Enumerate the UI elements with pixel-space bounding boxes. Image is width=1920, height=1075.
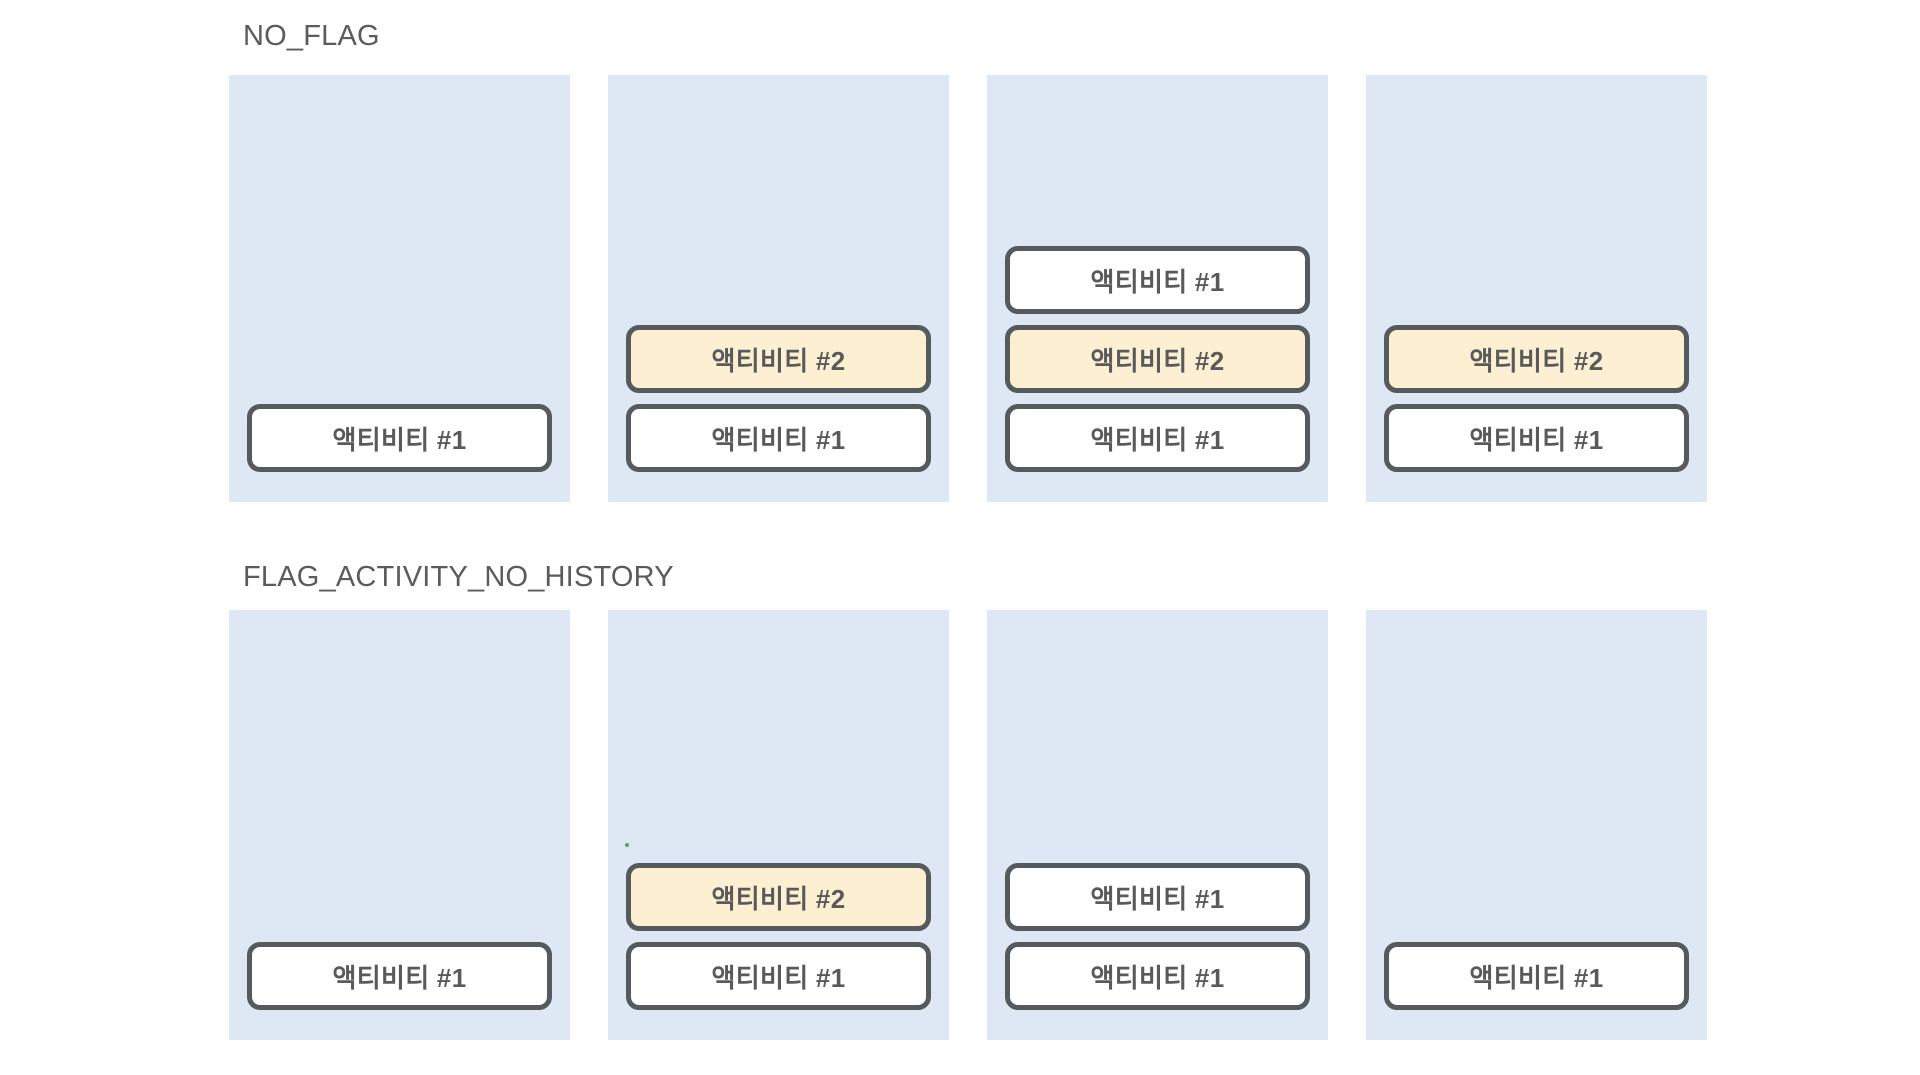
activity-box[interactable]: 액티비티 #2 bbox=[1005, 325, 1310, 393]
stack-panel: 액티비티 #2 액티비티 #1 bbox=[608, 75, 949, 502]
activity-box[interactable]: 액티비티 #1 bbox=[626, 942, 931, 1010]
stack-panel: 액티비티 #1 bbox=[229, 610, 570, 1040]
activity-box[interactable]: 액티비티 #1 bbox=[1005, 246, 1310, 314]
activity-box[interactable]: 액티비티 #2 bbox=[1384, 325, 1689, 393]
marker-dot bbox=[625, 843, 629, 847]
stack-panel: 액티비티 #1 bbox=[229, 75, 570, 502]
activity-box[interactable]: 액티비티 #1 bbox=[626, 404, 931, 472]
activity-box[interactable]: 액티비티 #1 bbox=[1384, 942, 1689, 1010]
activity-box[interactable]: 액티비티 #2 bbox=[626, 325, 931, 393]
activity-box[interactable]: 액티비티 #1 bbox=[1384, 404, 1689, 472]
activity-box[interactable]: 액티비티 #1 bbox=[1005, 863, 1310, 931]
section-title-flag-activity-no-history: FLAG_ACTIVITY_NO_HISTORY bbox=[243, 561, 674, 593]
stack-row-no-flag: 액티비티 #1 액티비티 #2 액티비티 #1 액티비티 #1 액티비티 #2 … bbox=[229, 75, 1707, 502]
stack-panel: 액티비티 #1 액티비티 #2 액티비티 #1 bbox=[987, 75, 1328, 502]
activity-box[interactable]: 액티비티 #1 bbox=[1005, 942, 1310, 1010]
activity-box[interactable]: 액티비티 #2 bbox=[626, 863, 931, 931]
activity-box[interactable]: 액티비티 #1 bbox=[247, 404, 552, 472]
activity-box[interactable]: 액티비티 #1 bbox=[1005, 404, 1310, 472]
stack-panel: 액티비티 #1 액티비티 #1 bbox=[987, 610, 1328, 1040]
stack-panel: 액티비티 #2 액티비티 #1 bbox=[1366, 75, 1707, 502]
section-title-no-flag: NO_FLAG bbox=[243, 20, 380, 52]
stack-panel: 액티비티 #2 액티비티 #1 bbox=[608, 610, 949, 1040]
activity-box[interactable]: 액티비티 #1 bbox=[247, 942, 552, 1010]
stack-panel: 액티비티 #1 bbox=[1366, 610, 1707, 1040]
stack-row-flag-activity-no-history: 액티비티 #1 액티비티 #2 액티비티 #1 액티비티 #1 액티비티 #1 … bbox=[229, 610, 1707, 1040]
